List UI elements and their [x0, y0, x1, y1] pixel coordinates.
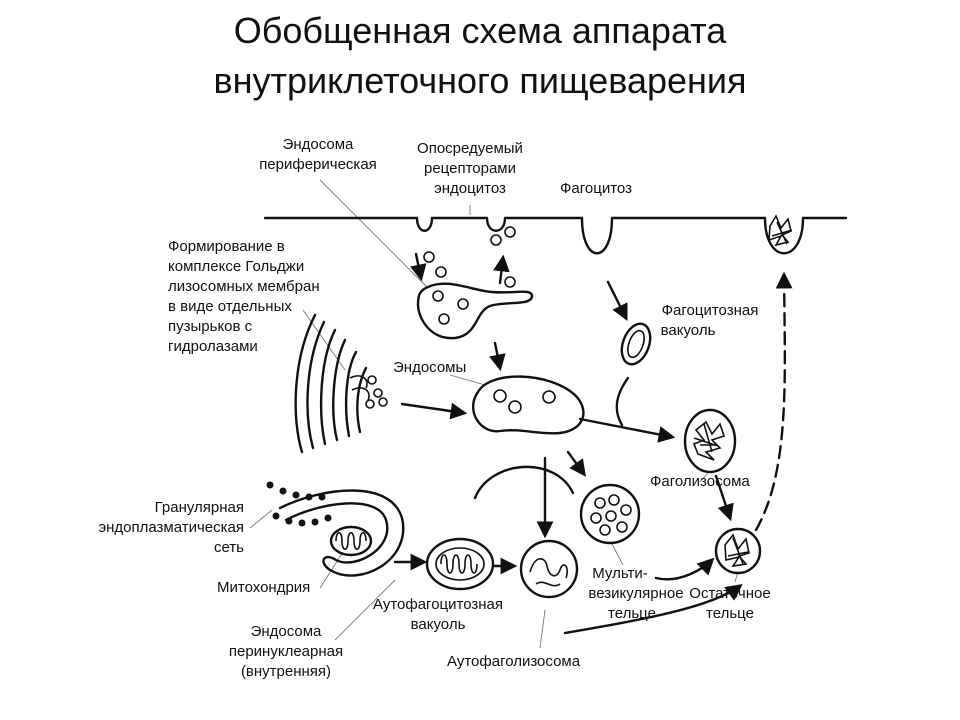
svg-text:Опосредуемый: Опосредуемый	[417, 140, 523, 157]
label-multivesicular-body: Мульти- везикулярное тельце	[588, 565, 683, 622]
label-granular-er: Гранулярная эндоплазматическая сеть	[98, 499, 244, 556]
svg-text:Эндосома: Эндосома	[283, 136, 354, 153]
svg-text:Аутофагоцитозная: Аутофагоцитозная	[373, 596, 503, 613]
svg-text:Гранулярная: Гранулярная	[155, 499, 244, 516]
svg-text:пузырьков с: пузырьков с	[168, 318, 253, 335]
label-golgi-formation: Формирование в комплексе Гольджи лизосом…	[168, 238, 320, 355]
svg-text:Эндосома: Эндосома	[251, 623, 322, 640]
plasma-membrane	[263, 216, 848, 255]
exocytic-residual-body	[768, 214, 793, 247]
label-residual-body: Остаточное тельце	[689, 585, 770, 622]
label-autophagolysosome: Аутофаголизосома	[447, 653, 581, 670]
svg-text:Фагоцитозная: Фагоцитозная	[662, 302, 759, 319]
label-endosome-perinuclear: Эндосома перинуклеарная (внутренняя)	[229, 623, 343, 680]
svg-text:везикулярное: везикулярное	[588, 585, 683, 602]
label-receptor-endocytosis: Опосредуемый рецепторами эндоцитоз	[417, 140, 523, 197]
svg-text:комплексе Гольджи: комплексе Гольджи	[168, 258, 304, 275]
svg-text:Формирование в: Формирование в	[168, 238, 285, 255]
label-mitochondrion: Митохондрия	[217, 579, 310, 596]
autophagolysosome	[519, 539, 579, 599]
granular-er	[266, 481, 405, 577]
golgi-complex	[294, 313, 388, 454]
svg-text:тельце: тельце	[608, 605, 656, 622]
svg-text:в виде отдельных: в виде отдельных	[168, 298, 292, 315]
svg-text:сеть: сеть	[214, 539, 244, 556]
label-phagocytic-vacuole: Фагоцитозная вакуоль	[661, 302, 759, 339]
leader-lines	[249, 179, 739, 649]
peripheral-endosome	[416, 282, 534, 340]
mitochondrion	[329, 525, 373, 557]
svg-text:рецепторами: рецепторами	[424, 160, 516, 177]
svg-text:(внутренняя): (внутренняя)	[241, 663, 331, 680]
svg-text:тельце: тельце	[706, 605, 754, 622]
label-endosome-peripheral: Эндосома периферическая	[259, 136, 377, 173]
residual-body	[714, 527, 762, 575]
multivesicular-body	[579, 483, 641, 545]
svg-text:вакуоль: вакуоль	[411, 616, 466, 633]
svg-text:периферическая: периферическая	[259, 156, 377, 173]
autophagic-vacuole	[425, 537, 495, 591]
svg-text:вакуоль: вакуоль	[661, 322, 716, 339]
label-phagocytosis: Фагоцитоз	[560, 180, 632, 197]
svg-text:Мульти-: Мульти-	[592, 565, 647, 582]
label-autophagocytic-vacuole: Аутофагоцитозная вакуоль	[373, 596, 503, 633]
svg-text:эндоцитоз: эндоцитоз	[434, 180, 506, 197]
svg-text:Аутофаголизосома: Аутофаголизосома	[447, 653, 581, 670]
label-phagolysosome: Фаголизосома	[650, 473, 750, 490]
svg-text:лизосомных мембран: лизосомных мембран	[168, 278, 320, 295]
label-endosomes: Эндосомы	[393, 359, 466, 376]
phagolysosome	[683, 408, 737, 474]
svg-text:перинуклеарная: перинуклеарная	[229, 643, 343, 660]
svg-text:Митохондрия: Митохондрия	[217, 579, 310, 596]
slide-title: Обобщенная схема аппарата внутриклеточно…	[213, 10, 747, 101]
svg-text:Фагоцитоз: Фагоцитоз	[560, 180, 632, 197]
endocytic-vesicles	[423, 226, 516, 288]
svg-text:Остаточное: Остаточное	[689, 585, 770, 602]
svg-text:Фаголизосома: Фаголизосома	[650, 473, 750, 490]
svg-text:гидролазами: гидролазами	[168, 338, 258, 355]
endosome	[472, 375, 585, 435]
svg-text:эндоплазматическая: эндоплазматическая	[98, 519, 244, 536]
phagocytic-vacuole	[620, 322, 652, 366]
svg-text:Эндосомы: Эндосомы	[393, 359, 466, 376]
